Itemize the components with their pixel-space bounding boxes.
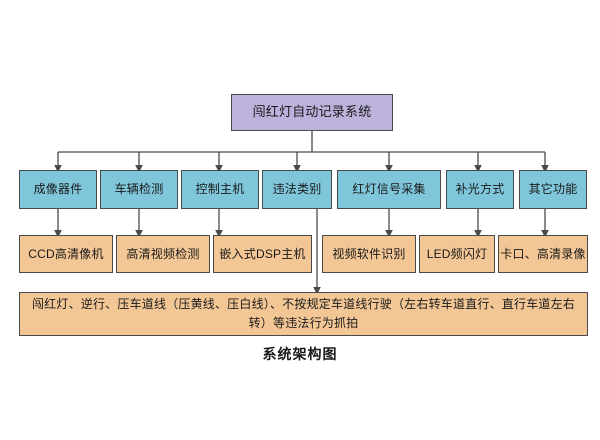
diagram-caption: 系统架构图 <box>262 346 338 362</box>
node-l4-violation-capture-list[interactable]: 闯红灯、逆行、压车道线（压黄线、压白线）、不按规定车道线行驶（左右转车道直行、直… <box>19 292 588 336</box>
node-l3-embedded-dsp-host[interactable]: 嵌入式DSP主机 <box>213 235 312 273</box>
node-l2-fill-light-mode[interactable]: 补光方式 <box>446 170 514 209</box>
node-l2-other-functions[interactable]: 其它功能 <box>519 170 587 209</box>
node-l2-vehicle-detection[interactable]: 车辆检测 <box>100 170 178 209</box>
node-l2-control-host[interactable]: 控制主机 <box>181 170 259 209</box>
node-l3-checkpoint-hd-recording[interactable]: 卡口、高清录像 <box>498 235 588 273</box>
node-root-system[interactable]: 闯红灯自动记录系统 <box>231 94 393 131</box>
node-l2-imaging-device[interactable]: 成像器件 <box>19 170 97 209</box>
node-l3-led-strobe-light[interactable]: LED频闪灯 <box>419 235 495 273</box>
node-l3-hd-video-detection[interactable]: 高清视频检测 <box>116 235 210 273</box>
node-l3-ccd-hd-camera[interactable]: CCD高清像机 <box>19 235 113 273</box>
node-l3-video-software-recognition[interactable]: 视频软件识别 <box>322 235 416 273</box>
node-l2-red-light-signal-acquisition[interactable]: 红灯信号采集 <box>337 170 441 209</box>
node-l2-violation-category[interactable]: 违法类别 <box>262 170 332 209</box>
